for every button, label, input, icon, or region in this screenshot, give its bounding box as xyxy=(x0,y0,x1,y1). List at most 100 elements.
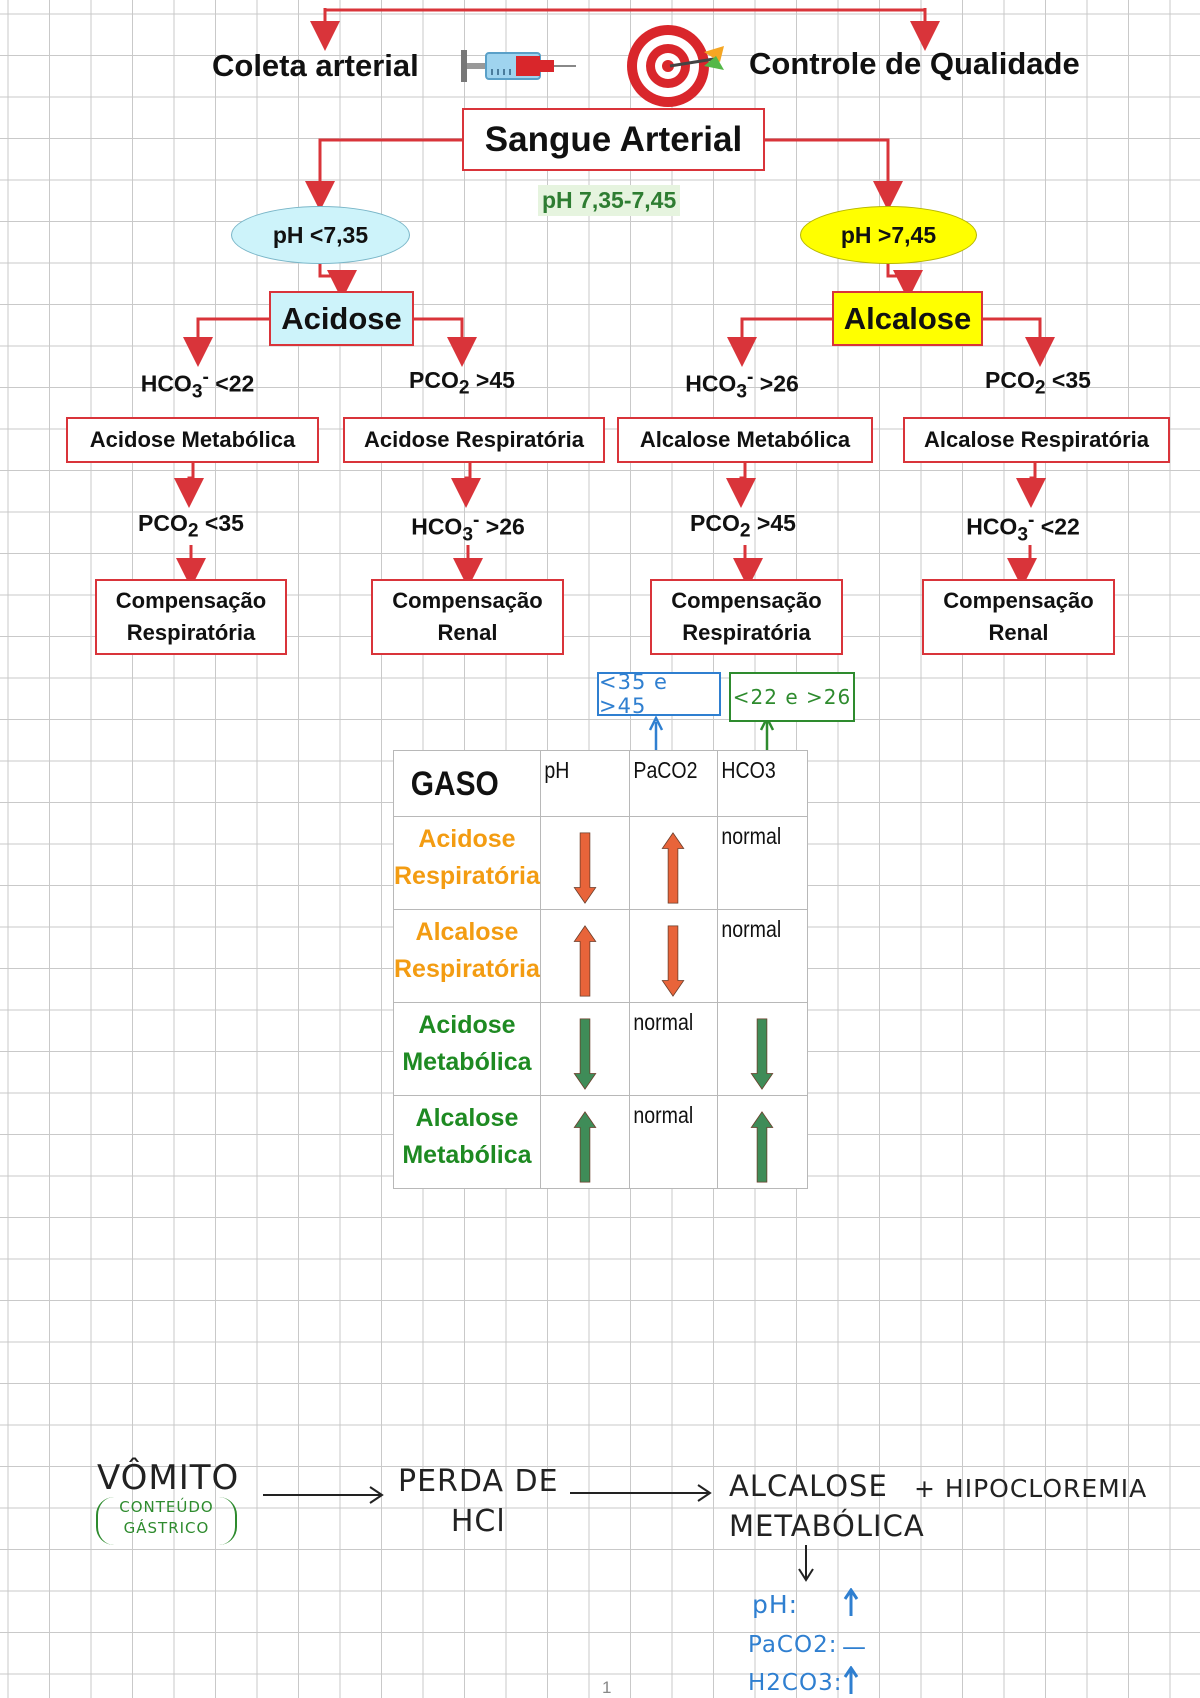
ph-acid-label: pH <7,35 xyxy=(272,221,369,248)
controle-qualidade-label: Controle de Qualidade xyxy=(749,46,1080,81)
comp-line1: Compensação xyxy=(943,588,1094,613)
arrow-up-icon xyxy=(718,1106,807,1188)
h2co3-up-arrow-icon xyxy=(843,1666,859,1694)
h2co3-note-label: H2CO3: xyxy=(748,1670,843,1696)
comp-renal-box-1: Compensação Renal xyxy=(371,579,564,655)
acid-met-comp-criterion: PCO2 <35 xyxy=(138,510,244,542)
row-line1: Alcalose xyxy=(415,918,519,946)
page-number: 1 xyxy=(602,1678,612,1697)
comp-respiratoria-box-1: Compensação Respiratória xyxy=(95,579,287,655)
gaso-cell-paco2: normal xyxy=(628,1095,718,1189)
acid-resp-criterion: PCO2 >45 xyxy=(409,367,515,399)
target-icon xyxy=(627,25,724,107)
alcalose-metabolica-box: Alcalose Metabólica xyxy=(617,417,873,463)
header-paco2-label: PaCO2 xyxy=(633,757,698,783)
alk-resp-comp-criterion: HCO3- <22 xyxy=(966,510,1080,546)
gaso-cell-hco3: normal xyxy=(716,909,808,1003)
alk-met-comp-criterion: PCO2 >45 xyxy=(690,510,796,542)
gaso-cell-hco3 xyxy=(716,1095,808,1189)
gaso-cell-hco3: normal xyxy=(716,816,808,910)
row-line1: Acidose xyxy=(418,1011,516,1039)
coleta-arterial-label: Coleta arterial xyxy=(212,48,419,83)
row-line2: Respiratória xyxy=(394,955,540,983)
comp-line1: Compensação xyxy=(115,588,267,613)
comp-renal-box-2: Compensação Renal xyxy=(922,579,1115,655)
syringe-icon xyxy=(461,50,576,82)
vomito-note: VÔMITO xyxy=(97,1458,240,1498)
alcalose-metabolica-note: ALCALOSE METABÓLICA xyxy=(729,1466,925,1546)
arrow-down-icon xyxy=(718,1013,807,1095)
normal-value: normal xyxy=(721,916,782,942)
arrow-up-icon xyxy=(630,827,717,909)
comp-line2: Respiratória xyxy=(126,620,256,645)
ph-acid-ellipse: pH <7,35 xyxy=(231,206,410,264)
acid-met-criterion: HCO3- <22 xyxy=(140,367,255,403)
comp-respiratoria-box-2: Compensação Respiratória xyxy=(650,579,843,655)
gaso-cell-ph xyxy=(539,1095,630,1189)
header-ph: pH xyxy=(539,750,630,817)
alcalose-respiratoria-box: Alcalose Respiratória xyxy=(903,417,1170,463)
gaso-cell-paco2 xyxy=(628,816,718,910)
row-line1: Acidose xyxy=(418,825,516,853)
acid-resp-comp-criterion: HCO3- >26 xyxy=(411,510,525,546)
arrow-down-icon xyxy=(541,1013,629,1095)
sangue-arterial-box: Sangue Arterial xyxy=(462,108,765,171)
ph-note-label: pH: xyxy=(752,1590,799,1619)
alcalose-box: Alcalose xyxy=(832,291,983,346)
hipocloremia-note: + HIPOCLOREMIA xyxy=(914,1474,1148,1503)
gaso-cell-hco3 xyxy=(716,1002,808,1096)
arrow-down-icon xyxy=(541,827,629,909)
normal-value: normal xyxy=(633,1102,694,1128)
conteudo-gastrico-note: CONTEÚDO GÁSTRICO xyxy=(96,1497,237,1545)
ph-up-arrow-icon xyxy=(843,1588,859,1616)
acidose-metabolica-box: Acidose Metabólica xyxy=(66,417,319,463)
arrow-up-icon xyxy=(541,920,629,1002)
normal-value: normal xyxy=(721,823,782,849)
header-hco3: HCO3 xyxy=(716,750,808,817)
gaso-cell-ph xyxy=(539,816,630,910)
row-line1: Alcalose xyxy=(415,1104,519,1132)
comp-line1: Compensação xyxy=(392,588,543,613)
normal-value: normal xyxy=(633,1009,694,1035)
alcalose-line2: METABÓLICA xyxy=(729,1509,925,1543)
gaso-title: GASO xyxy=(410,765,499,803)
row-line2: Metabólica xyxy=(402,1141,532,1169)
comp-line2: Renal xyxy=(437,620,498,645)
alk-resp-criterion: PCO2 <35 xyxy=(985,367,1091,399)
normal-ph-range: pH 7,35-7,45 xyxy=(538,185,681,216)
perda-line2: HCl xyxy=(450,1504,506,1539)
comp-line1: Compensação xyxy=(671,588,822,613)
gaso-cell-ph xyxy=(539,1002,630,1096)
hco3-reference-note: <22 e >26 xyxy=(729,672,855,722)
gaso-cell-ph xyxy=(539,909,630,1003)
row-line2: Metabólica xyxy=(402,1048,532,1076)
paco2-reference-note: <35 e >45 xyxy=(597,670,721,718)
arrow-up-icon xyxy=(541,1106,629,1188)
paco2-note-value: — xyxy=(842,1633,867,1661)
header-hco3-label: HCO3 xyxy=(721,757,776,783)
comp-line2: Renal xyxy=(988,620,1049,645)
alk-met-criterion: HCO3- >26 xyxy=(685,367,799,403)
ph-alk-label: pH >7,45 xyxy=(840,221,937,248)
comp-line2: Respiratória xyxy=(682,620,811,645)
conteudo-line1: CONTEÚDO xyxy=(119,1498,214,1516)
paco2-note-label: PaCO2: xyxy=(748,1632,838,1658)
header-ph-label: pH xyxy=(544,757,570,783)
alcalose-line1: ALCALOSE xyxy=(729,1469,888,1503)
acidose-box: Acidose xyxy=(269,291,414,346)
perda-line1: PERDA DE xyxy=(398,1464,559,1499)
row-line2: Respiratória xyxy=(394,862,540,890)
acidose-respiratoria-box: Acidose Respiratória xyxy=(343,417,605,463)
ph-alk-ellipse: pH >7,45 xyxy=(800,206,977,264)
header-paco2: PaCO2 xyxy=(628,750,718,817)
